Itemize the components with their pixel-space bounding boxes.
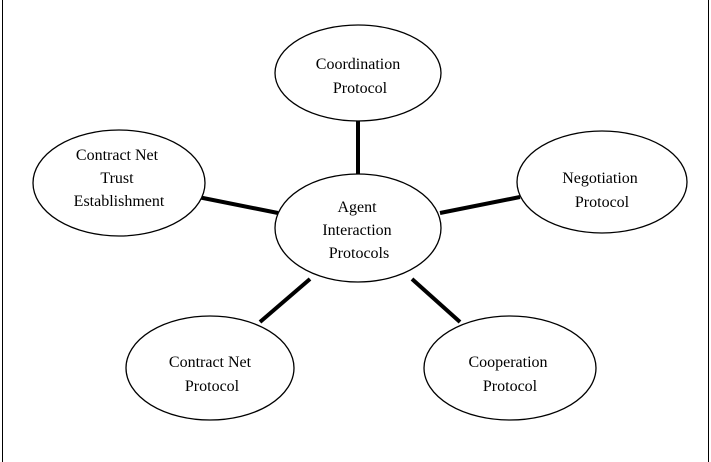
node-coordination-line-1: Coordination	[316, 56, 400, 73]
node-negotiation-line-1: Negotiation	[562, 170, 638, 187]
frame-border-left	[2, 0, 3, 462]
node-contract-net-line-2: Protocol	[185, 378, 240, 395]
connector-negotiation	[439, 195, 521, 215]
connector-contract-net	[258, 277, 312, 324]
svg-text:Negotiation Protocol: Negotiation Protocol	[562, 170, 642, 211]
node-cooperation-line-2: Protocol	[483, 378, 538, 395]
svg-text:Contract Net Trust: Contract Net Trust Establishment	[74, 147, 165, 210]
node-center-line-2: Interaction	[322, 222, 391, 239]
node-center: Agent Interaction Protocols	[274, 173, 442, 283]
node-center-line-1: Agent	[337, 199, 377, 216]
node-coordination-line-2: Protocol	[333, 80, 388, 97]
node-coordination: Coordination Protocol	[274, 24, 442, 122]
svg-text:Contract Net Protocol: Contract Net Protocol	[169, 354, 255, 395]
node-cooperation: Cooperation Protocol	[423, 315, 597, 421]
node-contract-net: Contract Net Protocol	[125, 315, 295, 421]
node-contract-net-line-1: Contract Net	[169, 354, 252, 371]
node-contract-net-trust-line-1: Contract Net	[76, 147, 159, 164]
node-cooperation-line-1: Cooperation	[468, 354, 547, 371]
node-contract-net-trust-line-2: Trust	[100, 170, 134, 187]
node-negotiation: Negotiation Protocol	[516, 130, 688, 234]
node-negotiation-ellipse	[516, 130, 688, 234]
node-center-line-3: Protocols	[329, 245, 389, 262]
svg-text:Agent Interaction: Agent Interaction Protocols	[322, 199, 395, 262]
node-cooperation-ellipse	[423, 315, 597, 421]
connector-lines	[197, 118, 521, 324]
connector-cooperation	[410, 277, 462, 324]
node-contract-net-trust-line-3: Establishment	[74, 193, 165, 210]
node-coordination-ellipse	[274, 24, 442, 122]
svg-text:Cooperation Protocol: Cooperation Protocol	[468, 354, 551, 395]
node-contract-net-trust-ellipse	[32, 129, 206, 237]
node-center-ellipse	[274, 173, 442, 283]
node-contract-net-trust: Contract Net Trust Establishment	[32, 129, 206, 237]
node-contract-net-ellipse	[125, 315, 295, 421]
connector-contract-net-trust	[197, 195, 279, 215]
node-negotiation-line-2: Protocol	[575, 194, 630, 211]
svg-text:Coordination Protocol: Coordination Protocol	[316, 56, 404, 97]
frame-border-right	[708, 0, 709, 462]
